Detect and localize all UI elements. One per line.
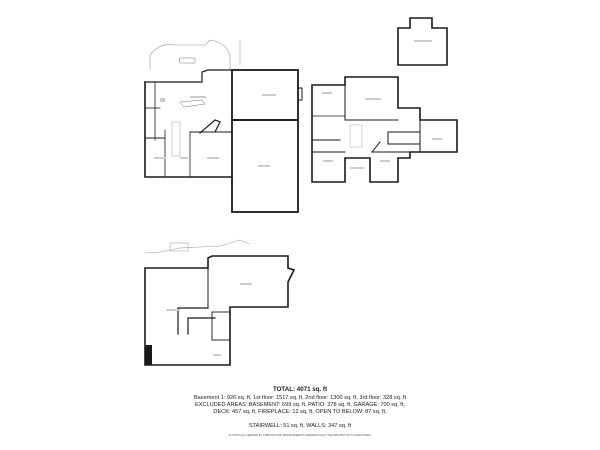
kitchen-island: [179, 99, 206, 108]
room-label: [365, 98, 381, 100]
deck-outline: [149, 39, 231, 71]
fireplace: [297, 87, 303, 101]
deck-stairs: [179, 57, 196, 64]
excluded-areas-3: STAIRWELL: 51 sq. ft, WALLS: 347 sq. ft: [248, 423, 352, 429]
patio-outline: [144, 239, 251, 254]
room-label: [380, 160, 390, 162]
excluded-areas-2: DECK: 457 sq. ft, FIREPLACE: 12 sq. ft, …: [213, 409, 387, 415]
floor-plan-drawing: [144, 17, 458, 366]
room-label: [258, 165, 270, 167]
wall: [387, 131, 421, 145]
disclaimer: FLOOR PLAN CREATED BY CUBICASA APP. MEAS…: [228, 434, 372, 437]
wall: [144, 255, 296, 366]
excluded-areas-1: EXCLUDED AREAS: BASEMENT: 599 sq. ft, PA…: [195, 402, 405, 408]
wall: [311, 76, 458, 183]
room-label: [190, 96, 206, 98]
basement-plan: [144, 239, 296, 366]
room-label: [154, 157, 166, 159]
room-label: [166, 309, 180, 311]
total-area: TOTAL: 4071 sq. ft: [272, 386, 328, 393]
wall: [144, 81, 233, 178]
room-label: [180, 157, 188, 159]
room-label: [207, 157, 219, 159]
patio-stairs: [169, 242, 189, 252]
room-label: [213, 354, 221, 356]
wall: [199, 119, 221, 134]
room-label: [322, 92, 332, 94]
stairs: [171, 121, 181, 157]
wall: [397, 17, 448, 66]
room-label: [262, 94, 276, 96]
room-label: [414, 40, 432, 42]
wall: [187, 317, 216, 335]
wall: [211, 311, 231, 341]
room-label: [323, 160, 333, 162]
wall: [144, 69, 233, 83]
room-label: [240, 283, 252, 285]
room-label: [432, 138, 442, 140]
room-label: [350, 167, 364, 169]
second-floor-plan: [311, 76, 458, 183]
floor-areas: Basement 1: 926 sq. ft, 1st floor: 1517 …: [193, 395, 407, 401]
first-floor-plan: [144, 39, 303, 213]
third-floor-plan: [397, 17, 448, 66]
wall: [177, 307, 209, 335]
open-to-below: [349, 124, 363, 148]
garage: [231, 119, 299, 213]
wall: [145, 345, 152, 365]
room-label: [160, 98, 165, 102]
wall: [371, 141, 381, 153]
